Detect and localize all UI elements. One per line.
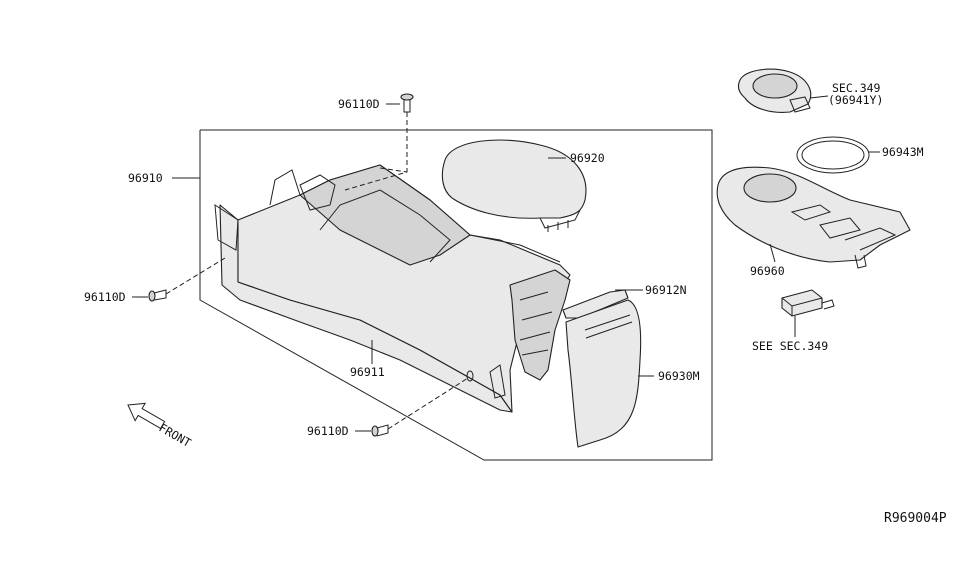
switch-part bbox=[781, 289, 835, 317]
callout-console-assy: 96910 bbox=[128, 171, 163, 185]
sec349-part bbox=[737, 68, 812, 113]
diagram-code: R969004P bbox=[884, 511, 947, 526]
lid-part bbox=[441, 139, 587, 232]
screw-bottom-part bbox=[371, 424, 389, 437]
screw-bottom-path bbox=[387, 377, 469, 430]
callout-screw-top: 96110D bbox=[338, 97, 380, 111]
callout-sec349: SEC.349 bbox=[832, 81, 881, 95]
callout-screw-left: 96110D bbox=[84, 290, 126, 304]
assembly-frame bbox=[199, 129, 713, 461]
callout-lid: 96920 bbox=[570, 151, 605, 165]
callout-screw-bottom: 96110D bbox=[307, 424, 349, 438]
front-arrow-icon bbox=[127, 402, 166, 430]
callout-sec349-part: (96941Y) bbox=[828, 93, 883, 107]
rear-cover-part bbox=[565, 299, 642, 448]
ring-part bbox=[796, 136, 870, 174]
console-body-part bbox=[214, 164, 571, 413]
callout-see-sec349: SEE SEC.349 bbox=[752, 339, 828, 353]
screw-top-part bbox=[400, 93, 414, 113]
rear-cover-top-part bbox=[562, 289, 629, 319]
callout-ring: 96943M bbox=[882, 145, 924, 159]
front-label: FRONT bbox=[157, 420, 194, 449]
callout-rear-cover-top: 96912N bbox=[645, 283, 687, 297]
screw-left-path bbox=[165, 257, 226, 295]
finisher-part bbox=[716, 166, 911, 269]
callout-console-body: 96911 bbox=[350, 365, 385, 379]
screw-left-part bbox=[148, 289, 167, 302]
callout-finisher: 96960 bbox=[750, 264, 785, 278]
callout-rear-cover: 96930M bbox=[658, 369, 700, 383]
leader-lines bbox=[132, 95, 880, 432]
